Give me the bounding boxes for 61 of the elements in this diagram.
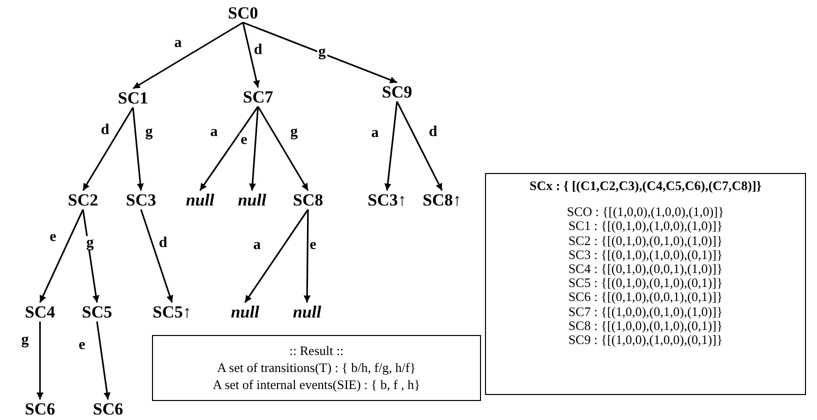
arrow — [249, 106, 259, 191]
state-label: SC4 — [24, 304, 56, 320]
state-label: SC2 — [66, 192, 100, 208]
arrow — [242, 22, 398, 84]
state-encoding-line: SC4 : {[(0,1,0),(0,0,1),(1,0)]} — [567, 262, 724, 276]
edge-label: g — [144, 125, 154, 139]
state-label: SC5↑ — [152, 304, 192, 320]
arrow — [140, 209, 174, 303]
state-label: SC8 — [292, 192, 324, 208]
edge-label: d — [100, 123, 110, 137]
arrow — [257, 106, 309, 191]
result-heading: :: Result :: — [288, 342, 345, 359]
result-box — [152, 335, 481, 401]
state-encoding-line: SC6 : {[(0,1,0),(0,0,1),(0,1)]} — [567, 290, 724, 305]
state-label: SC3 — [124, 192, 158, 208]
edge-label: e — [240, 133, 248, 147]
state-label: SC5 — [80, 304, 114, 320]
result-line: A set of transitions(T) : { b/h, f/g, h/f} — [216, 359, 417, 376]
arrow — [132, 22, 244, 90]
arrow — [82, 107, 134, 191]
null-state-label: null — [230, 304, 260, 320]
state-encoding-box — [485, 173, 806, 395]
arrow — [396, 101, 443, 191]
state-label: SC7 — [242, 88, 274, 106]
null-state-label: null — [236, 192, 268, 208]
state-encoding-line: SC1 : {[(0,1,0),(1,0,0),(1,0)]} — [567, 219, 724, 234]
state-encoding-line: SC3 : {[(0,1,0),(1,0,0),(0,1)]} — [567, 248, 724, 262]
encoding-header: SCx : { [(C1,C2,C3),(C4,C5,C6),(C7,C8)]} — [528, 179, 762, 194]
edge-label: d — [158, 236, 168, 250]
state-label: SC1 — [116, 90, 150, 106]
edge-label: d — [428, 125, 438, 139]
edge-label: d — [252, 43, 264, 57]
arrow — [384, 101, 398, 191]
state-label: SC9 — [380, 84, 414, 100]
state-encoding-line: SC5 : {[(0,1,0),(0,1,0),(0,1)]} — [567, 276, 724, 290]
state-encoding-line: SC2 : {[(0,1,0),(0,1,0),(1,0)]} — [567, 234, 724, 248]
null-state-label: null — [292, 304, 322, 320]
arrow — [304, 210, 311, 302]
state-label: SC0 — [226, 4, 260, 22]
edge-label: g — [85, 236, 95, 250]
state-encoding-line: SC9 : {[(1,0,0),(1,0,0),(0,1)]} — [567, 333, 724, 348]
arrow — [39, 209, 84, 303]
arrow — [242, 22, 260, 88]
arrow — [36, 322, 44, 400]
edge-label: g — [20, 333, 30, 347]
edge-label: g — [289, 125, 299, 139]
state-label: SC3↑ — [366, 192, 408, 208]
state-encoding-line: SCO : {[(1,0,0),(1,0,0),(1,0)]} — [566, 205, 726, 220]
arrow — [199, 106, 259, 191]
null-state-label: null — [184, 192, 216, 208]
result-line: A set of internal events(SIE) : { b, f , h} — [212, 376, 422, 393]
state-encoding-line: SC7 : {[(1,0,0),(0,1,0),(1,0)]} — [567, 304, 724, 319]
state-label: SC8↑ — [422, 192, 462, 208]
arrow — [82, 209, 100, 303]
arrow — [132, 107, 144, 191]
state-encoding-line: SC8 : {[(1,0,0),(0,1,0),(0,1)]} — [567, 318, 724, 334]
arrow — [244, 209, 309, 303]
state-label: SC6 — [92, 400, 124, 418]
state-label: SC6 — [24, 400, 56, 418]
edge-label: g — [317, 45, 327, 59]
arrow — [96, 321, 110, 400]
